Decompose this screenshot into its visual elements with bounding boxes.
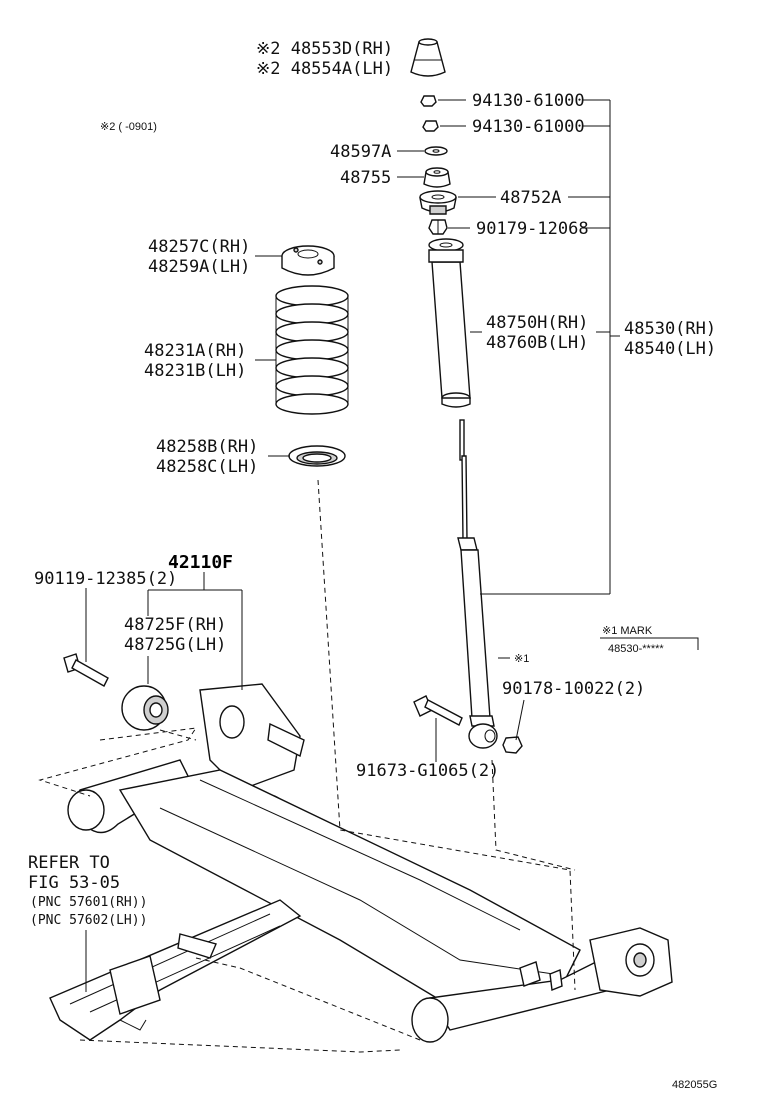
label-axle-beam: 42110F bbox=[168, 552, 233, 573]
leader-lines bbox=[85, 99, 699, 992]
label-pnc-rh: (PNC 57601(RH)) bbox=[30, 895, 147, 910]
label-mark-code: 48530-***** bbox=[608, 643, 664, 655]
washer-48597a-part[interactable] bbox=[424, 146, 448, 156]
label-nut-upper-1: 94130-61000 bbox=[472, 91, 585, 111]
label-bump-stop-rh: ※2 48553D(RH) bbox=[256, 39, 393, 59]
label-note-2: ※2 ( -0901) bbox=[100, 121, 157, 133]
label-shock-assy-rh: 48530(RH) bbox=[624, 319, 716, 339]
label-bolt-91673: 91673-G1065(2) bbox=[356, 761, 499, 781]
label-figure-id: 482055G bbox=[672, 1079, 717, 1091]
axle-beam-part[interactable] bbox=[67, 683, 673, 1043]
bolt-90119-part[interactable] bbox=[63, 653, 109, 687]
coil-spring-part[interactable] bbox=[275, 285, 349, 415]
label-dust-boot-rh: 48750H(RH) bbox=[486, 313, 588, 333]
label-washer-48597a: 48597A bbox=[330, 142, 391, 162]
assembly-dashed-lines bbox=[38, 479, 576, 1053]
nut-upper-1-part[interactable] bbox=[420, 95, 437, 107]
label-support-48752a: 48752A bbox=[500, 188, 561, 208]
label-insulator-upper-lh: 48259A(LH) bbox=[148, 257, 250, 277]
label-pnc-lh: (PNC 57602(LH)) bbox=[30, 913, 147, 928]
nut-upper-2-part[interactable] bbox=[422, 120, 439, 132]
label-insulator-lower-rh: 48258B(RH) bbox=[156, 437, 258, 457]
label-coil-spring-rh: 48231A(RH) bbox=[144, 341, 246, 361]
label-nut-90178: 90178-10022(2) bbox=[502, 679, 645, 699]
label-shock-assy-lh: 48540(LH) bbox=[624, 339, 716, 359]
label-mark-ref: ※1 bbox=[514, 653, 529, 665]
insulator-upper-part[interactable] bbox=[281, 245, 335, 276]
support-48752a-part[interactable] bbox=[419, 190, 457, 215]
label-refer-fig: FIG 53-05 bbox=[28, 873, 120, 893]
bushing-part[interactable] bbox=[121, 685, 169, 731]
label-nut-90179: 90179-12068 bbox=[476, 219, 589, 239]
shock-absorber-part[interactable] bbox=[457, 419, 498, 749]
label-nut-upper-2: 94130-61000 bbox=[472, 117, 585, 137]
nut-90179-part[interactable] bbox=[428, 219, 448, 235]
dust-boot-part[interactable] bbox=[428, 238, 471, 408]
label-bump-stop-lh: ※2 48554A(LH) bbox=[256, 59, 393, 79]
cushion-48755-part[interactable] bbox=[423, 167, 451, 188]
label-bolt-90119: 90119-12385(2) bbox=[34, 569, 177, 589]
label-refer-to: REFER TO bbox=[28, 853, 110, 873]
label-insulator-upper-rh: 48257C(RH) bbox=[148, 237, 250, 257]
label-coil-spring-lh: 48231B(LH) bbox=[144, 361, 246, 381]
label-insulator-lower-lh: 48258C(LH) bbox=[156, 457, 258, 477]
bump-stop-part[interactable] bbox=[410, 38, 446, 77]
bolt-91673-part[interactable] bbox=[413, 695, 463, 726]
label-bushing-lh: 48725G(LH) bbox=[124, 635, 226, 655]
label-mark-title: ※1 MARK bbox=[602, 625, 653, 637]
nut-90178-part[interactable] bbox=[502, 736, 523, 754]
label-cushion-48755: 48755 bbox=[340, 168, 391, 188]
label-bushing-rh: 48725F(RH) bbox=[124, 615, 226, 635]
insulator-lower-part[interactable] bbox=[288, 445, 346, 467]
body-panel-part[interactable] bbox=[49, 899, 302, 1041]
label-dust-boot-lh: 48760B(LH) bbox=[486, 333, 588, 353]
